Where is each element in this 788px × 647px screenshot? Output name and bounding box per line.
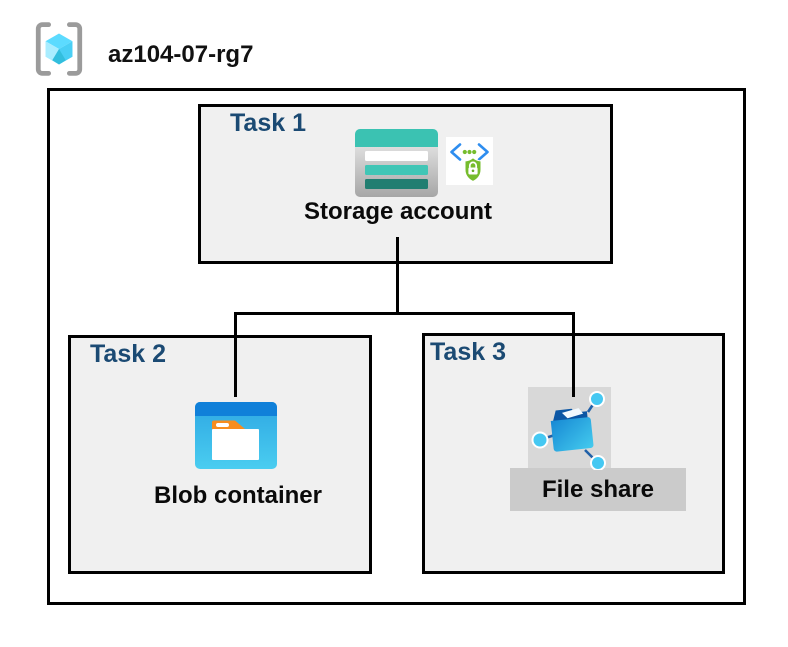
storage-account-icon	[355, 129, 438, 197]
resource-group-name: az104-07-rg7	[108, 41, 254, 68]
blob-container-icon	[195, 402, 277, 469]
task1-label: Task 1	[230, 109, 306, 137]
storage-account-label: Storage account	[303, 198, 493, 225]
connector-horizontal-line	[234, 312, 575, 315]
file-share-icon	[531, 391, 606, 470]
file-share-label-highlight: File share	[510, 468, 686, 511]
connector-fileshare-line	[572, 312, 575, 397]
task2-label: Task 2	[90, 340, 166, 368]
file-share-label: File share	[541, 475, 655, 503]
connector-blob-line	[234, 312, 237, 397]
service-endpoint-security-icon	[446, 137, 493, 185]
blob-container-label: Blob container	[153, 482, 322, 509]
task3-label: Task 3	[430, 338, 506, 366]
connector-storage-stem-line	[396, 237, 399, 315]
resource-group-icon	[35, 22, 83, 76]
